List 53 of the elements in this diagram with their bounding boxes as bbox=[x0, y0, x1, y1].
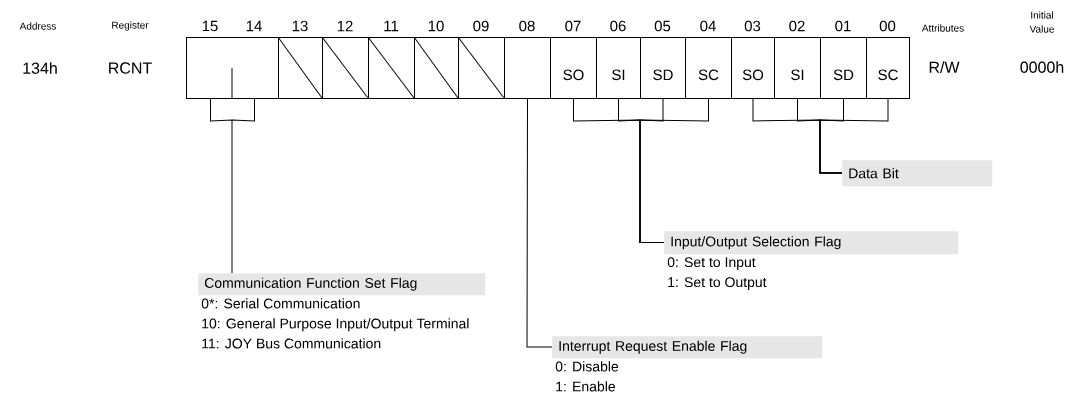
column-heading: Address bbox=[19, 22, 56, 30]
leader-line bbox=[526, 98, 553, 348]
bit-cell: SD bbox=[640, 37, 686, 99]
reserved-cell bbox=[321, 36, 369, 99]
bit-number: 06 bbox=[610, 20, 626, 32]
bit-cell: SO bbox=[550, 37, 597, 99]
bit-number: 05 bbox=[654, 20, 671, 32]
leader-line bbox=[819, 98, 889, 174]
bit-cell: SC bbox=[685, 37, 732, 99]
option-text: 0: Disable bbox=[555, 361, 619, 372]
heading-band: Input/Output Selection Flag bbox=[664, 231, 959, 255]
column-heading: Initial Value bbox=[1029, 11, 1054, 33]
bit-number: 09 bbox=[473, 20, 489, 32]
option-text: 0: Set to Input bbox=[667, 257, 756, 270]
bit-cell: SO bbox=[731, 37, 775, 99]
bit-number: 04 bbox=[700, 20, 716, 32]
column-heading: Attributes bbox=[921, 24, 964, 32]
reserved-cell bbox=[277, 36, 323, 99]
leader-line bbox=[639, 98, 709, 243]
bit-number: 13 bbox=[292, 20, 308, 32]
bit-cell: SI bbox=[774, 37, 821, 99]
bit-number: 03 bbox=[744, 20, 761, 32]
reserved-cell bbox=[457, 36, 505, 99]
bit-number: 02 bbox=[789, 20, 805, 32]
option-text: 11: JOY Bus Communication bbox=[202, 338, 381, 349]
option-text: 10: General Purpose Input/Output Terminal bbox=[202, 318, 469, 332]
bit-number: 01 bbox=[835, 20, 851, 32]
heading-band: Communication Function Set Flag bbox=[198, 273, 486, 296]
bit-cell: SD bbox=[820, 37, 867, 99]
register-name: RCNT bbox=[109, 62, 152, 74]
bit-cell: SC bbox=[866, 37, 910, 99]
attribute-value: R/W bbox=[929, 61, 960, 73]
option-text: 1: Set to Output bbox=[668, 277, 767, 290]
bit-number: 08 bbox=[519, 20, 535, 32]
option-text: 1: Enable bbox=[556, 381, 616, 392]
bit-number: 10 bbox=[428, 20, 444, 32]
heading-band: Data Bit bbox=[842, 160, 993, 187]
initial-value: 0000h bbox=[1020, 61, 1064, 73]
bit-cell: SI bbox=[596, 37, 641, 99]
bit-number: 11 bbox=[384, 20, 399, 32]
reserved-cell bbox=[367, 36, 415, 99]
leader-line bbox=[210, 98, 255, 274]
bit-number: 12 bbox=[337, 20, 353, 32]
bit-cell bbox=[504, 37, 551, 99]
address-value: 134h bbox=[23, 62, 57, 74]
bit-number: 07 bbox=[565, 20, 581, 32]
bit-number: 00 bbox=[879, 20, 896, 32]
heading-band: Interrupt Request Enable Flag bbox=[552, 336, 823, 359]
column-heading: Register bbox=[112, 21, 149, 31]
option-text: 0*: Serial Communication bbox=[201, 298, 360, 309]
reserved-cell bbox=[413, 36, 459, 99]
field-cell bbox=[186, 37, 279, 99]
bit-number: 14 bbox=[246, 20, 262, 32]
